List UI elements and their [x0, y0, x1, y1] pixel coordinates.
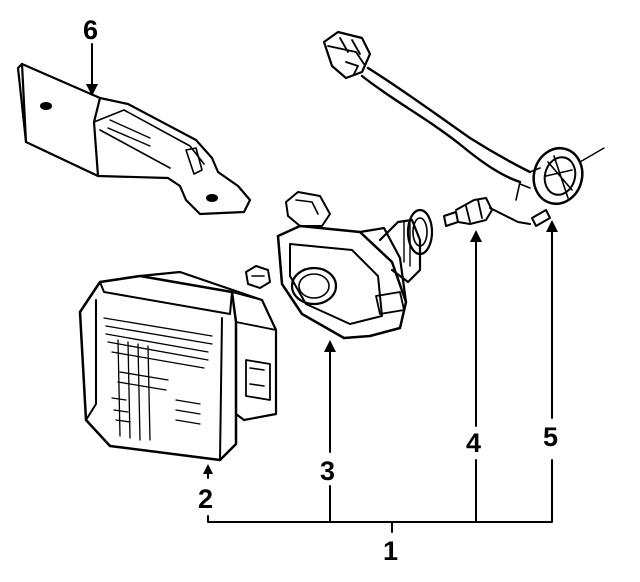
bulb [443, 197, 551, 227]
wire-harness [322, 30, 605, 206]
callout-3: 3 [320, 456, 335, 486]
leader-lines [86, 43, 558, 533]
callout-6: 6 [83, 15, 98, 45]
adjust-screw [245, 265, 271, 289]
fog-lamp-lens [78, 270, 278, 462]
reflector-body [276, 191, 434, 340]
callout-5: 5 [543, 422, 558, 452]
callout-1: 1 [383, 536, 398, 566]
callout-2: 2 [198, 484, 213, 514]
callout-4: 4 [466, 428, 481, 458]
mounting-bracket [16, 62, 252, 216]
